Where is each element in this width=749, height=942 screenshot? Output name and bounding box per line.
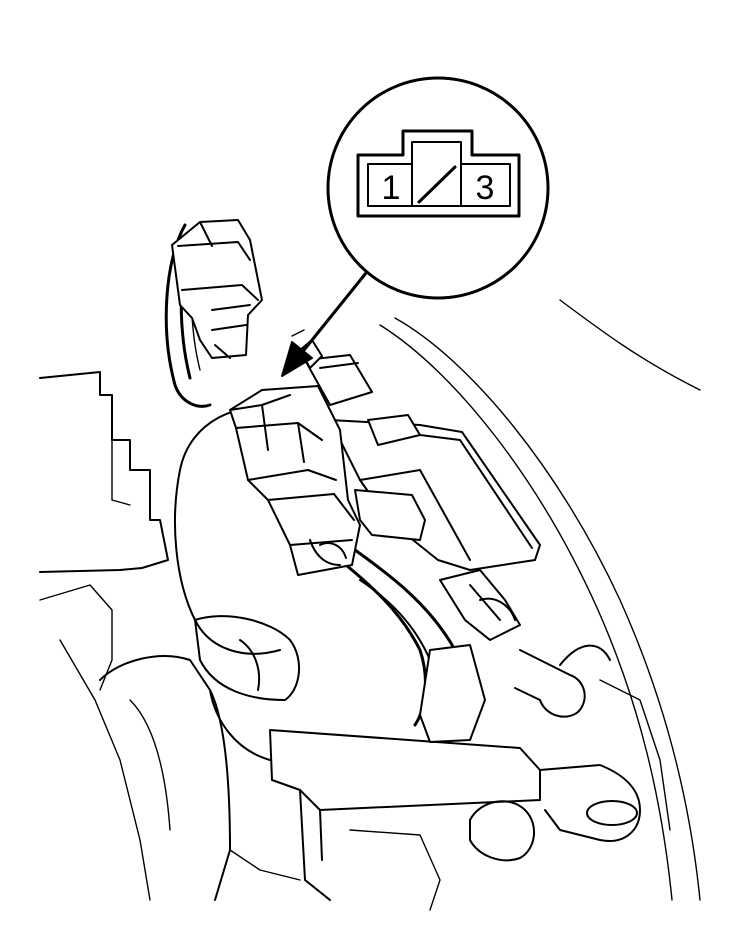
callout-circle: [326, 76, 550, 300]
pin-1-label: 1: [382, 169, 401, 207]
wire-harness: [338, 548, 486, 743]
solenoid-body: [304, 354, 541, 641]
engine-bay-outline: [39, 299, 701, 911]
plugged-connector: [229, 329, 361, 576]
connector-terminal-view: 1 3: [326, 76, 550, 300]
callout-arrow: [281, 266, 372, 377]
connector-face-outline: [356, 129, 521, 218]
unplugged-connector: [164, 219, 263, 408]
empty-slot-slash: [417, 165, 457, 204]
pin-3-label: 3: [476, 169, 495, 207]
